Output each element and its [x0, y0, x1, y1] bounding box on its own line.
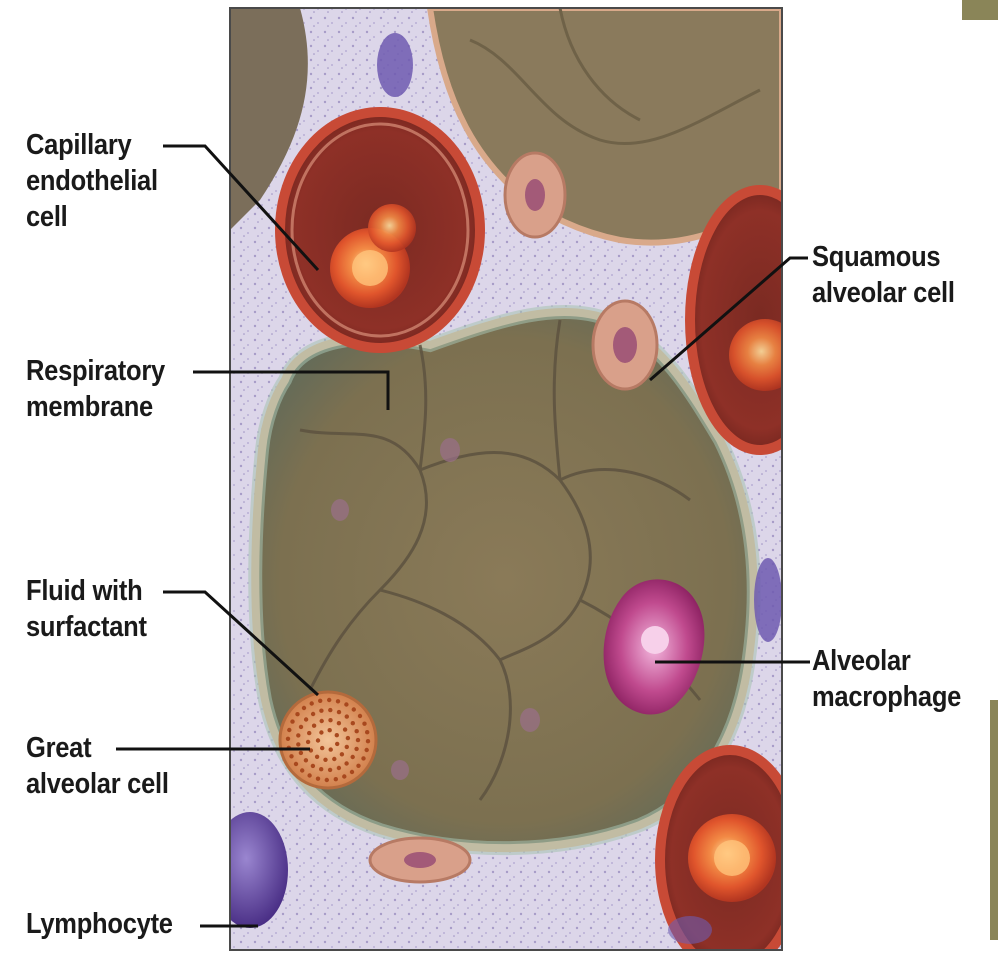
- great-alveolar-cell-granule: [304, 758, 308, 762]
- corner-accent-top: [962, 0, 998, 20]
- great-alveolar-cell-granule: [306, 740, 310, 744]
- great-alveolar-cell-granule: [319, 767, 323, 771]
- great-alveolar-cell-granule: [358, 714, 362, 718]
- great-alveolar-cell-granule: [337, 710, 341, 714]
- label-alveolar-macrophage: Alveolar macrophage: [812, 643, 961, 715]
- great-alveolar-cell-granule: [300, 768, 304, 772]
- great-alveolar-cell-granule: [342, 774, 346, 778]
- label-respiratory-membrane: Respiratory membrane: [26, 353, 165, 425]
- corner-accent-right: [990, 700, 998, 940]
- great-alveolar-cell-granule: [344, 702, 348, 706]
- great-alveolar-cell-granule: [346, 736, 350, 740]
- great-alveolar-cell-granule: [307, 773, 311, 777]
- label-fluid-with-surfactant: Fluid with surfactant: [26, 573, 147, 645]
- great-alveolar-cell-granule: [345, 745, 349, 749]
- great-alveolar-cell-granule: [294, 762, 298, 766]
- great-alveolar-cell-granule: [296, 742, 300, 746]
- great-alveolar-cell: [280, 692, 376, 788]
- great-alveolar-cell-granule: [340, 752, 344, 756]
- great-alveolar-cell-granule: [325, 778, 329, 782]
- great-alveolar-cell-granule: [327, 698, 331, 702]
- great-alveolar-cell-granule: [318, 699, 322, 703]
- great-alveolar-cell-granule: [289, 754, 293, 758]
- great-alveolar-cell-granule: [302, 706, 306, 710]
- tissue-panel: [212, 8, 830, 956]
- great-alveolar-cell-granule: [299, 751, 303, 755]
- great-alveolar-cell-granule: [352, 707, 356, 711]
- great-alveolar-cell-granule: [365, 748, 369, 752]
- great-alveolar-cell-granule: [351, 755, 355, 759]
- great-alveolar-cell-granule: [366, 739, 370, 743]
- great-alveolar-cell-granule: [337, 721, 341, 725]
- great-alveolar-cell-granule: [311, 712, 315, 716]
- great-alveolar-cell-granule: [328, 708, 332, 712]
- great-alveolar-cell-granule: [287, 728, 291, 732]
- great-alveolar-cell-granule: [328, 768, 332, 772]
- great-alveolar-cell-granule: [334, 777, 338, 781]
- great-alveolar-cell-granule: [343, 727, 347, 731]
- great-alveolar-cell-granule: [336, 699, 340, 703]
- label-lymphocyte: Lymphocyte: [26, 906, 173, 942]
- lymphocyte: [212, 812, 288, 928]
- great-alveolar-cell-granule: [328, 718, 332, 722]
- great-alveolar-cell-granule: [356, 738, 360, 742]
- great-alveolar-cell-granule: [299, 725, 303, 729]
- great-alveolar-cell-granule: [311, 764, 315, 768]
- great-alveolar-cell-granule: [328, 728, 332, 732]
- great-alveolar-cell-granule: [350, 770, 354, 774]
- great-alveolar-cell-granule: [295, 712, 299, 716]
- label-capillary-endothelial-cell: Capillary endothelial cell: [26, 127, 158, 235]
- great-alveolar-cell-granule: [332, 757, 336, 761]
- great-alveolar-cell-granule: [323, 758, 327, 762]
- great-alveolar-cell-granule: [316, 777, 320, 781]
- great-alveolar-cell-granule: [296, 733, 300, 737]
- great-alveolar-cell-granule: [310, 701, 314, 705]
- great-alveolar-cell-granule: [290, 719, 294, 723]
- great-alveolar-cell-granule: [319, 709, 323, 713]
- great-alveolar-cell-granule: [351, 721, 355, 725]
- great-alveolar-cell-granule: [304, 717, 308, 721]
- great-alveolar-cell-granule: [320, 746, 324, 750]
- great-alveolar-cell-granule: [316, 738, 320, 742]
- great-alveolar-cell-granule: [307, 731, 311, 735]
- great-alveolar-cell-granule: [320, 719, 324, 723]
- label-great-alveolar-cell: Great alveolar cell: [26, 730, 169, 802]
- great-alveolar-cell-granule: [337, 766, 341, 770]
- great-alveolar-cell-granule: [319, 730, 323, 734]
- great-alveolar-cell-granule: [335, 742, 339, 746]
- great-alveolar-cell-granule: [354, 747, 358, 751]
- great-alveolar-cell-granule: [344, 761, 348, 765]
- great-alveolar-cell-granule: [356, 764, 360, 768]
- great-alveolar-cell-granule: [312, 724, 316, 728]
- great-alveolar-cell-granule: [286, 737, 290, 741]
- great-alveolar-cell-granule: [329, 747, 333, 751]
- great-alveolar-cell-granule: [365, 730, 369, 734]
- great-alveolar-cell-granule: [335, 733, 339, 737]
- great-alveolar-cell-granule: [345, 714, 349, 718]
- great-alveolar-cell-granule: [315, 755, 319, 759]
- label-squamous-alveolar-cell: Squamous alveolar cell: [812, 239, 955, 311]
- great-alveolar-cell-granule: [362, 722, 366, 726]
- great-alveolar-cell-granule: [355, 729, 359, 733]
- great-alveolar-cell-granule: [361, 756, 365, 760]
